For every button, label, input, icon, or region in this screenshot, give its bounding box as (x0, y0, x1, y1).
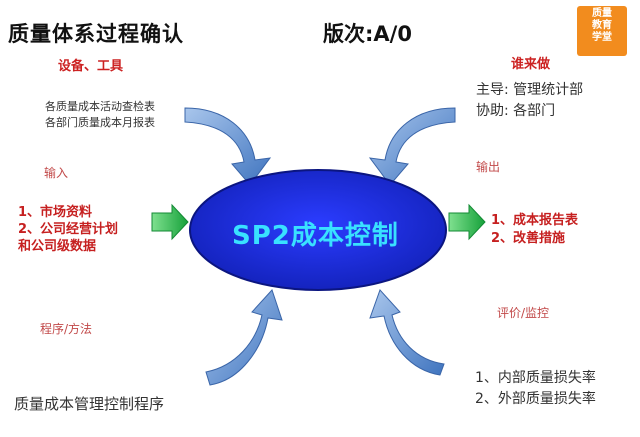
output-item: 1、成本报告表 (491, 213, 579, 228)
logo-line: 质量 (592, 8, 612, 19)
arrow-bottom-right (369, 289, 445, 376)
procedure-text: 质量成本管理控制程序 (14, 395, 165, 413)
input-item: 和公司级数据 (18, 239, 97, 254)
who-item: 协助: 各部门 (476, 103, 556, 119)
arrow-bottom-left (205, 289, 283, 386)
page-title: 质量体系过程确认 (8, 22, 184, 46)
logo-line: 教育 (592, 20, 612, 31)
evaluation-heading: 评价/监控 (497, 306, 550, 320)
output-heading: 输出 (476, 160, 501, 174)
input-item: 1、市场资料 (18, 205, 93, 220)
equipment-heading: 设备、工具 (58, 59, 124, 74)
arrow-top-left (184, 107, 272, 186)
center-label: SP2成本控制 (232, 221, 399, 251)
equipment-item: 各部门质量成本月报表 (45, 116, 155, 129)
evaluation-item: 2、外部质量损失率 (475, 391, 596, 407)
arrow-output (448, 203, 486, 241)
input-item: 2、公司经营计划 (18, 222, 119, 237)
output-item: 2、改善措施 (491, 231, 566, 246)
who-heading: 谁来做 (511, 57, 551, 72)
equipment-item: 各质量成本活动查检表 (45, 100, 155, 113)
center-ellipse (189, 169, 447, 291)
who-item: 主导: 管理统计部 (476, 82, 584, 98)
brand-logo: 质量 教育 学堂 (577, 6, 627, 56)
input-heading: 输入 (44, 166, 69, 180)
logo-line: 学堂 (592, 32, 612, 43)
version-label: 版次:A/0 (323, 22, 412, 46)
procedure-heading: 程序/方法 (40, 322, 93, 336)
evaluation-item: 1、内部质量损失率 (475, 370, 596, 386)
arrow-input (151, 203, 189, 241)
arrow-top-right (368, 107, 456, 186)
